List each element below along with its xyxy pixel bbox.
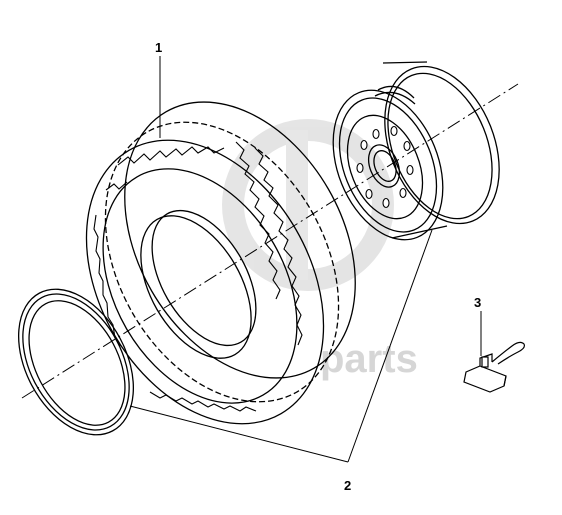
- callout-2: 2: [344, 478, 351, 493]
- wheel-rim: [332, 61, 500, 241]
- tyre-tread-pattern: [93, 141, 303, 412]
- watermark-text: parts: [320, 337, 418, 381]
- callout-1: 1: [155, 40, 162, 55]
- wheel-stud-holes: [356, 125, 414, 209]
- axis-line: [21, 83, 519, 399]
- leader-lines: [129, 56, 482, 463]
- valve-clip: [463, 341, 525, 393]
- callout-3: 3: [474, 295, 481, 310]
- tyre: [85, 101, 356, 425]
